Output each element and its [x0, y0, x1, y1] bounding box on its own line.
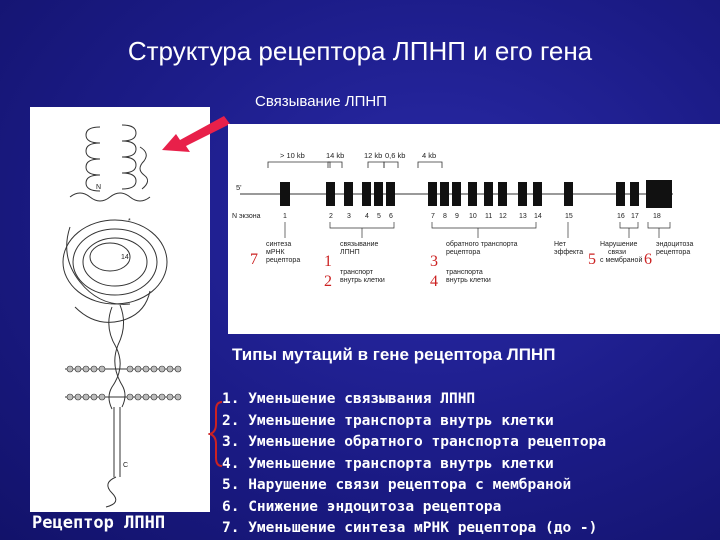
list-item: 7. Уменьшение синтеза мРНК рецептора (до… [222, 520, 598, 536]
note-1-line1: связывание [340, 241, 378, 248]
exon-number: 11 [485, 213, 492, 220]
note-2-line1: транспорт [340, 269, 374, 276]
mutation-num-6: 6 [644, 251, 652, 268]
receptor-mark-14: 14 [121, 254, 129, 261]
slide-title: Структура рецептора ЛПНП и его гена [127, 36, 593, 66]
exon-number: 7 [431, 213, 435, 220]
exon-number: 6 [389, 213, 393, 220]
exon-number: 14 [534, 213, 542, 220]
note-1-line2: ЛПНП [340, 249, 360, 256]
mutation-num-4: 4 [430, 273, 438, 290]
note-none-line1: Нет [554, 241, 567, 248]
exon-number: 13 [519, 213, 527, 220]
list-item: 2. Уменьшение транспорта внутрь клетки [222, 412, 554, 429]
list-item: 1. Уменьшение связывания ЛПНП [222, 391, 476, 407]
ldl-binding-label: Связывание ЛПНП [255, 93, 387, 110]
receptor-c-label: C [123, 462, 128, 469]
exon-number: 1 [283, 213, 287, 220]
kb-label-3: 12 kb [364, 151, 382, 160]
note-2-line2: внутрь клетки [340, 277, 385, 284]
gene-structure-panel: > 10 kb 14 kb 12 kb 0,6 kb 4 kb 5' [228, 124, 720, 334]
mutation-num-1: 1 [324, 253, 332, 270]
receptor-caption: Рецептор ЛПНП [32, 513, 166, 533]
mutation-num-5: 5 [588, 251, 596, 268]
receptor-structure-illustration: N C 14 * [62, 124, 182, 508]
note-5-line2: связи [608, 249, 626, 256]
kb-label-4: 0,6 kb [385, 151, 405, 160]
mutation-num-3: 3 [430, 253, 438, 270]
receptor-mark-star: * [128, 218, 131, 225]
gene-exon-map: > 10 kb 14 kb 12 kb 0,6 kb 4 kb 5' [232, 151, 693, 290]
exon-number: 12 [499, 213, 507, 220]
note-5-line3: с мембраной [600, 256, 642, 264]
exon-number: 17 [631, 213, 639, 220]
note-none-line2: эффекта [554, 249, 583, 256]
five-prime-label: 5' [236, 183, 242, 192]
exon-number: 5 [377, 213, 381, 220]
exon-number: 4 [365, 213, 369, 220]
exon-number: 3 [347, 213, 351, 220]
list-item: 5. Нарушение связи рецептора с мембраной [222, 477, 572, 493]
kb-label-1: > 10 kb [280, 151, 305, 160]
exon-number: 8 [443, 213, 447, 220]
receptor-n-label: N [96, 184, 101, 191]
note-3-line1: обратного транспорта [446, 240, 518, 248]
mutation-num-7: 7 [250, 251, 258, 268]
list-item: 3. Уменьшение обратного транспорта рецеп… [222, 434, 607, 450]
arrow-icon [162, 116, 230, 152]
note-6-line1: эндоцитоза [656, 241, 693, 248]
note-7-line1: синтеза [266, 241, 291, 248]
note-7-line3: рецептора [266, 257, 300, 264]
note-4-line2: внутрь клетки [446, 277, 491, 284]
exon-number: 15 [565, 213, 573, 220]
exon-number: 18 [653, 213, 661, 220]
list-item: 6. Снижение эндоцитоза рецептора [222, 498, 502, 515]
receptor-diagram-panel: N C 14 * [30, 107, 210, 512]
exon-row-label: N экзона [232, 213, 261, 220]
note-3-line2: рецептора [446, 249, 480, 256]
exon-number: 9 [455, 213, 459, 220]
kb-label-2: 14 kb [326, 151, 344, 160]
note-6-line2: рецептора [656, 249, 690, 256]
kb-label-5: 4 kb [422, 151, 436, 160]
note-4-line1: транспорта [446, 269, 483, 276]
exon-number: 2 [329, 213, 333, 220]
mutation-types-list: 1. Уменьшение связывания ЛПНП 2. Уменьше… [222, 389, 606, 540]
exon-number: 16 [617, 213, 625, 220]
mutation-types-heading: Типы мутаций в гене рецептора ЛПНП [232, 345, 556, 364]
list-item: 4. Уменьшение транспорта внутрь клетки [222, 455, 554, 472]
note-5-line1: Нарушение [600, 241, 638, 248]
exon-number: 10 [469, 213, 477, 220]
note-7-line2: мРНК [266, 249, 286, 256]
brace-icon [208, 401, 223, 467]
mutation-num-2: 2 [324, 273, 332, 290]
